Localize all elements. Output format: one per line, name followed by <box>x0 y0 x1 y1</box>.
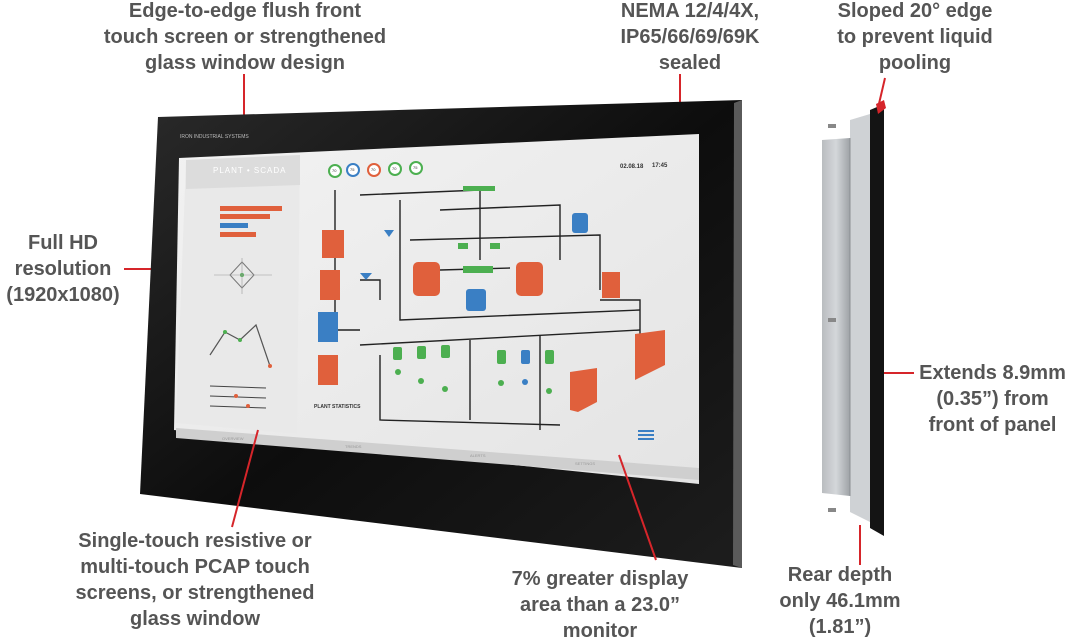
callout-touch: Single-touch resistive or multi-touch PC… <box>75 530 315 630</box>
leader-sloped <box>877 77 886 109</box>
callout-full-hd: Full HD resolution (1920x1080) <box>6 232 120 306</box>
app-title: PLANT • SCADA <box>213 166 287 175</box>
leader-display-area <box>618 454 657 561</box>
gauge-value-1: 70 <box>332 168 337 173</box>
gauge-value-5: 75 <box>413 165 418 170</box>
callout-rear-depth: Rear depth only 46.1mm (1.81”) <box>779 564 901 638</box>
leader-front-glass <box>243 74 245 132</box>
callout-display-area: 7% greater display area than a 23.0” mon… <box>511 568 689 642</box>
screen-date: 02.08.18 <box>620 164 644 170</box>
callout-nema: NEMA 12/4/4X, IP65/66/69/69K sealed <box>620 0 760 74</box>
callout-extends: Extends 8.9mm (0.35”) from front of pane… <box>919 362 1066 436</box>
gauge-value-4: 70 <box>392 166 397 171</box>
callout-front-glass: Edge-to-edge flush front touch screen or… <box>103 0 387 74</box>
gauge-value-3: 70 <box>371 167 376 172</box>
plant-stats-label: PLANT STATISTICS <box>314 404 361 410</box>
side-view-housing <box>822 138 850 496</box>
screen-time: 17:45 <box>652 163 668 169</box>
leader-touch <box>231 429 259 528</box>
leader-full-hd <box>124 268 176 270</box>
screen-area <box>174 134 699 484</box>
leader-extends <box>878 372 914 374</box>
callout-sloped: Sloped 20° edge to prevent liquid poolin… <box>837 0 993 74</box>
gauge-value-2: 75 <box>350 167 355 172</box>
tab-overview[interactable]: OVERVIEW <box>222 436 244 441</box>
tab-alerts[interactable]: ALERTS <box>470 453 486 458</box>
tab-trends[interactable]: TRENDS <box>345 444 362 449</box>
leader-nema <box>679 74 681 108</box>
brand-label: IRON INDUSTRIAL SYSTEMS <box>180 134 249 140</box>
tab-settings[interactable]: SETTINGS <box>575 461 596 466</box>
